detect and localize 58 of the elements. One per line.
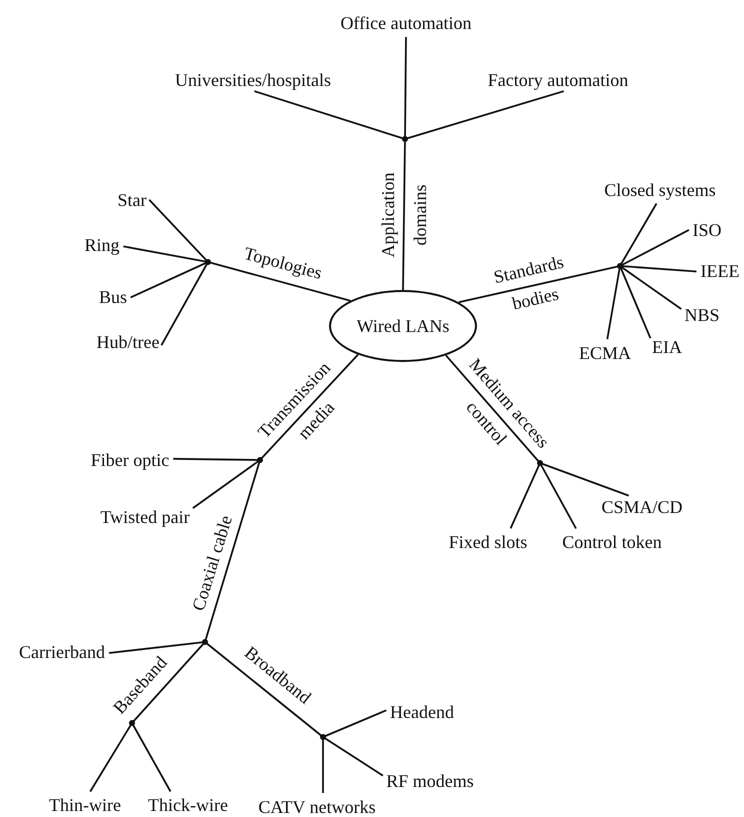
junction-dot — [320, 734, 326, 740]
leaf-label: Office automation — [340, 13, 472, 33]
leaf-label: CSMA/CD — [601, 497, 683, 517]
branch-line — [620, 229, 690, 267]
edge-label: Application domains — [377, 172, 431, 260]
branch-line — [131, 722, 172, 792]
branch-line — [322, 736, 384, 776]
leaf-label: NBS — [684, 305, 720, 325]
branch-line — [619, 203, 658, 266]
leaf-label: Ring — [84, 235, 120, 255]
leaf-label: Universities/hospitals — [175, 70, 331, 90]
root-ellipse: Wired LANs — [329, 290, 477, 362]
branch-line — [539, 462, 577, 529]
leaf-label: ISO — [692, 220, 722, 240]
branch-line — [322, 737, 324, 793]
branch-line — [130, 261, 208, 298]
edge-label: Standards bodies — [490, 250, 566, 316]
branch-line — [148, 199, 209, 263]
edge-label: Coaxial cable — [188, 513, 236, 613]
leaf-label: ECMA — [579, 343, 631, 363]
branch-line — [404, 90, 564, 140]
branch-line — [204, 641, 324, 738]
branch-line — [259, 354, 359, 461]
branch-line — [445, 354, 541, 464]
branch-line — [404, 37, 407, 139]
leaf-label: Thin-wire — [49, 795, 121, 815]
leaf-label: Star — [118, 190, 146, 210]
junction-dot — [617, 263, 623, 269]
branch-line — [131, 641, 206, 724]
branch-line — [89, 722, 133, 792]
leaf-label: Fiber optic — [90, 450, 170, 470]
leaf-label: Control token — [562, 532, 662, 552]
leaf-label: Closed systems — [604, 180, 716, 200]
branch-line — [619, 266, 652, 339]
leaf-label: Factory automation — [488, 70, 628, 90]
junction-dot — [205, 259, 211, 265]
leaf-label: Bus — [99, 287, 127, 307]
leaf-label: IEEE — [700, 261, 740, 281]
branch-line — [510, 462, 541, 529]
branch-line — [322, 709, 387, 738]
leaf-label: Thick-wire — [148, 795, 228, 815]
leaf-label: Headend — [390, 702, 454, 722]
junction-dot — [257, 457, 263, 463]
branch-line — [254, 90, 406, 140]
junction-dot — [402, 136, 408, 142]
junction-dot — [129, 720, 135, 726]
leaf-label: Twisted pair — [100, 507, 190, 527]
junction-dot — [202, 639, 208, 645]
branch-line — [540, 462, 630, 496]
branch-line — [204, 460, 261, 642]
leaf-label: Hub/tree — [96, 332, 160, 352]
leaf-label: Carrierband — [19, 642, 105, 662]
leaf-label: Fixed slots — [448, 532, 528, 552]
junction-dot — [537, 460, 543, 466]
branch-line — [160, 262, 209, 346]
leaf-label: RF modems — [386, 771, 474, 791]
leaf-label: CATV networks — [258, 797, 376, 817]
leaf-label: EIA — [652, 337, 682, 357]
